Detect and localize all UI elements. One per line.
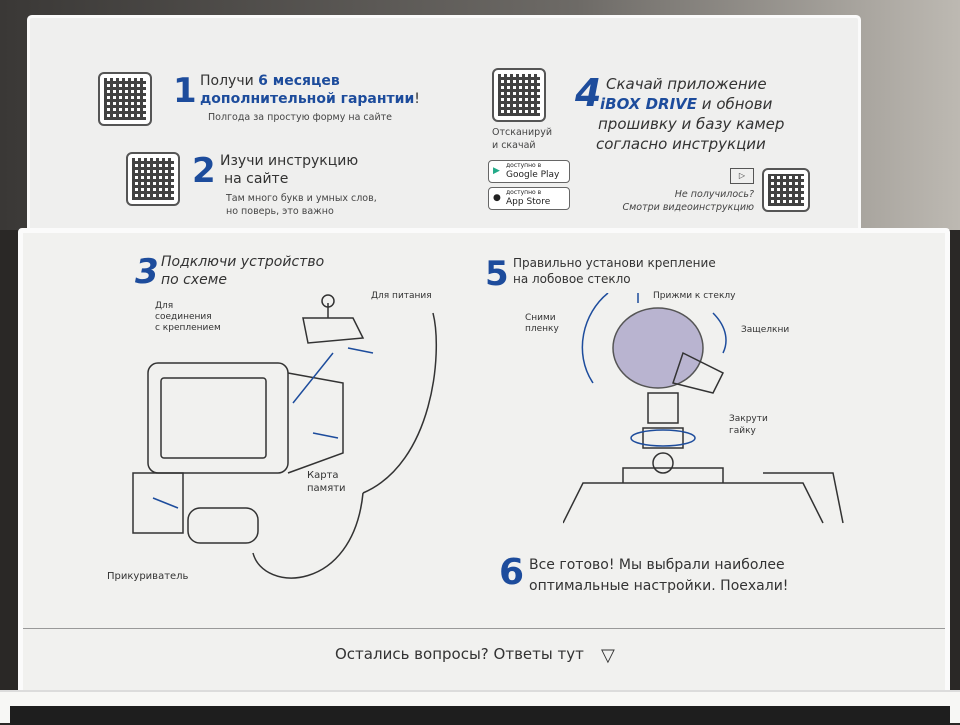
step-4-line-3: прошивку и базу камер (598, 115, 785, 133)
power-cable (362, 312, 438, 494)
instruction-arrows (581, 293, 727, 384)
step-1-bold: 6 месяцев (258, 73, 340, 89)
step-5-line-1: Правильно установи крепление (513, 256, 716, 270)
ball-joint (652, 452, 674, 474)
label-lighter: Прикуриватель (107, 571, 189, 582)
car-charger (187, 507, 259, 544)
label-power: Для питания (371, 291, 432, 301)
step-1-title: Получи 6 месяцев дополнительной гарантии… (200, 72, 460, 108)
video-icon: ▷ (730, 168, 754, 184)
step-4-line-4: согласно инструкции (596, 135, 766, 153)
nut (642, 427, 684, 449)
step-5-line-2: на лобовое стекло (513, 272, 631, 286)
mount-neck (647, 392, 679, 424)
step-4-number: 4 (575, 71, 602, 115)
step-2-note-1: Там много букв и умных слов, (226, 193, 377, 204)
dashcam-body (147, 362, 289, 474)
label-press: Прижми к стеклу (653, 291, 736, 301)
video-caption-2: Смотри видеоинструкцию (622, 202, 754, 213)
video-caption-1: Не получилось? (674, 189, 754, 200)
qr-code-warranty[interactable] (98, 72, 152, 126)
scan-caption-2: и скачай (492, 140, 536, 151)
step-5-title: Правильно установи крепление на лобовое … (513, 255, 716, 287)
divider (23, 628, 945, 629)
label-mount-3: с креплением (155, 323, 221, 333)
step-2-line-1: Изучи инструкцию (220, 153, 359, 169)
blue-arrows (152, 347, 374, 509)
label-film-2: пленку (525, 324, 559, 334)
step-1-note: Полгода за простую форму на сайте (208, 112, 393, 123)
label-film: Сними пленку (525, 313, 559, 335)
step-2-number: 2 (192, 151, 216, 191)
box-bottom-edge (0, 690, 960, 725)
step-6-text: Все готово! Мы выбрали наиболее оптималь… (529, 555, 788, 597)
label-mount-1: Для (155, 301, 174, 311)
qr-code-video[interactable] (762, 168, 810, 212)
google-play-label: Google Play (506, 170, 560, 180)
step-6-line-1: Все готово! Мы выбрали наиболее (529, 557, 785, 573)
qr-code-manual[interactable] (126, 152, 180, 206)
qr-code-app[interactable] (492, 68, 546, 122)
label-card-1: Карта (307, 470, 339, 481)
lighter-socket (132, 472, 184, 534)
google-play-icon: ▶ (493, 166, 500, 176)
step-3-title: Подключи устройство по схеме (161, 253, 324, 289)
label-mount-2: соединения (155, 312, 212, 322)
step-3-line-2: по схеме (161, 272, 227, 288)
step-3-number: 3 (135, 252, 159, 292)
step-4-line-2: и обнови (697, 95, 773, 113)
box-tray: 3 Подключи устройство по схеме Для соеди… (18, 228, 950, 698)
step-2-note: Там много букв и умных слов, но поверь, … (226, 192, 377, 218)
charger-cable (252, 492, 364, 579)
step-6-number: 6 (499, 552, 525, 593)
step-2-note-2: но поверь, это важно (226, 206, 334, 217)
triangle-down-icon: ▽ (601, 645, 615, 666)
step-2-line-2: на сайте (224, 171, 289, 187)
step-1-bold-2: дополнительной гарантии (200, 91, 415, 107)
rotate-arrow (630, 429, 696, 447)
label-nut: Закрути гайку (729, 413, 768, 437)
label-film-1: Сними (525, 313, 556, 323)
step-1-text: Получи (200, 73, 259, 89)
step-4-title: Скачай приложение iBOX DRIVE и обнови пр… (596, 74, 784, 154)
mount-diagram (563, 293, 844, 524)
app-store-label: App Store (506, 197, 551, 207)
dashcam-mount-base (563, 467, 844, 524)
step-6-line-2: оптимальные настройки. Поехали! (529, 578, 789, 594)
video-caption: Не получилось? Смотри видеоинструкцию (604, 188, 754, 214)
apple-icon: ● (493, 193, 501, 203)
step-1-end: ! (414, 91, 420, 107)
mount-latch (672, 351, 725, 394)
dashcam-screen (160, 377, 267, 459)
label-nut-1: Закрути (729, 414, 768, 424)
scan-caption-1: Отсканируй (492, 127, 553, 138)
box-lid: 1 Получи 6 месяцев дополнительной гарант… (30, 18, 858, 230)
mount (302, 303, 365, 344)
suction-pad (612, 307, 704, 389)
app-store-caption: доступно в (506, 189, 542, 196)
label-mount: Для соединения с креплением (155, 301, 221, 334)
label-card-2: памяти (307, 483, 346, 494)
step-1-number: 1 (173, 71, 197, 111)
dashcam-side (287, 372, 344, 474)
step-3-line-1: Подключи устройство (161, 254, 325, 270)
step-5-number: 5 (485, 254, 509, 294)
step-2-title: Изучи инструкцию на сайте (220, 152, 358, 188)
google-play-caption: доступно в (506, 162, 542, 169)
step-4-line-1: Скачай приложение (606, 75, 767, 93)
label-memory-card: Карта памяти (307, 469, 346, 495)
scan-caption: Отсканируй и скачай (492, 126, 552, 152)
label-latch: Защелкни (741, 325, 790, 335)
label-nut-2: гайку (729, 426, 756, 436)
connection-diagram (132, 294, 438, 579)
footer-text: Остались вопросы? Ответы тут (335, 645, 584, 663)
mount-ball (321, 294, 335, 308)
app-name: iBOX DRIVE (600, 95, 698, 113)
